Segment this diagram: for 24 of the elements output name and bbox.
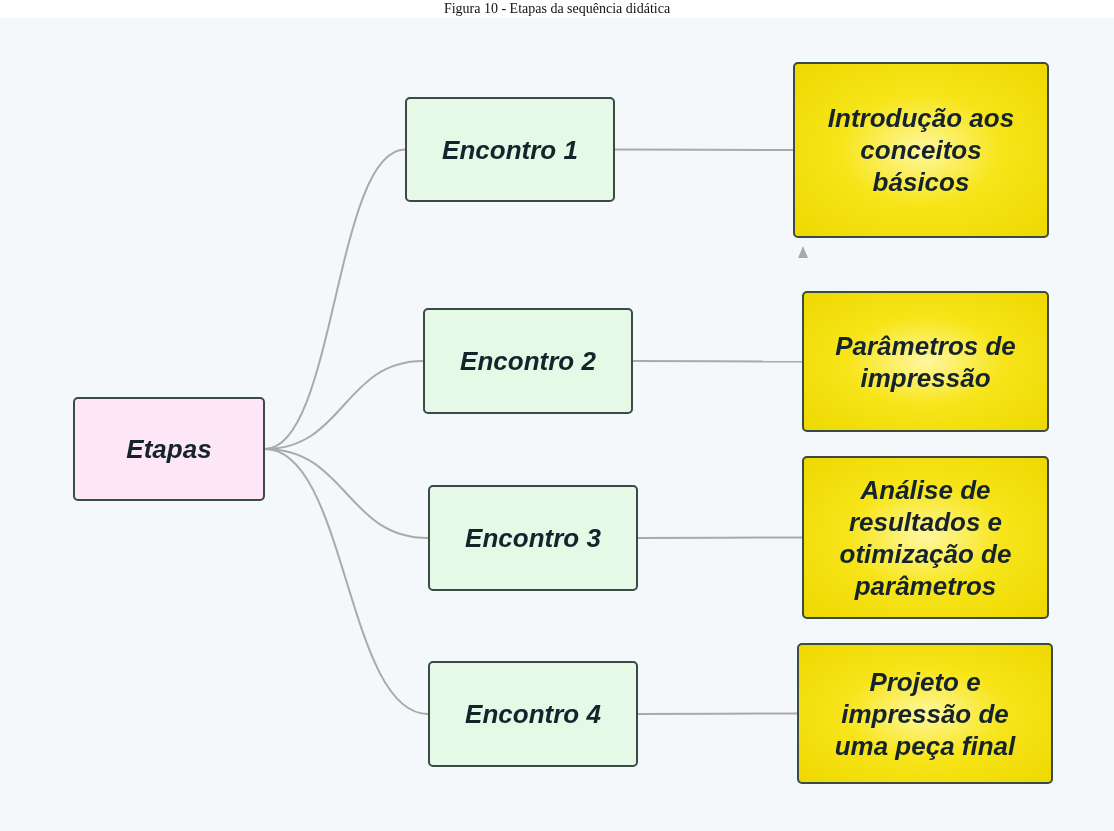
stage-box xyxy=(423,308,633,414)
stage-box xyxy=(428,485,638,591)
node-label: Encontro 2 xyxy=(460,345,596,377)
node-label: Análise de resultados e otimização de parâmetros xyxy=(838,473,1013,602)
node-label: Projeto e impressão de uma peça final xyxy=(833,665,1017,762)
node-label: Encontro 1 xyxy=(442,133,578,166)
connector-line xyxy=(637,536,803,539)
topic-box xyxy=(793,62,1049,238)
node-label: Parâmetros de impressão xyxy=(834,329,1017,394)
connector-line xyxy=(632,360,803,363)
topic-box xyxy=(802,456,1049,619)
connector-line xyxy=(614,148,794,151)
stage-box xyxy=(428,661,638,767)
connector-line xyxy=(637,712,798,715)
node-label: Introdução aos conceitos básicos xyxy=(826,102,1016,198)
topic-box xyxy=(802,291,1049,432)
node-label: Encontro 4 xyxy=(465,698,601,730)
node-label: Encontro 3 xyxy=(465,522,601,554)
node-label: Etapas xyxy=(126,433,212,465)
stage-box xyxy=(405,97,615,202)
topic-box xyxy=(797,643,1053,784)
figure-title: Figura 10 - Etapas da sequência didática xyxy=(442,0,672,17)
connector-line xyxy=(264,448,429,715)
root-box xyxy=(73,397,265,501)
